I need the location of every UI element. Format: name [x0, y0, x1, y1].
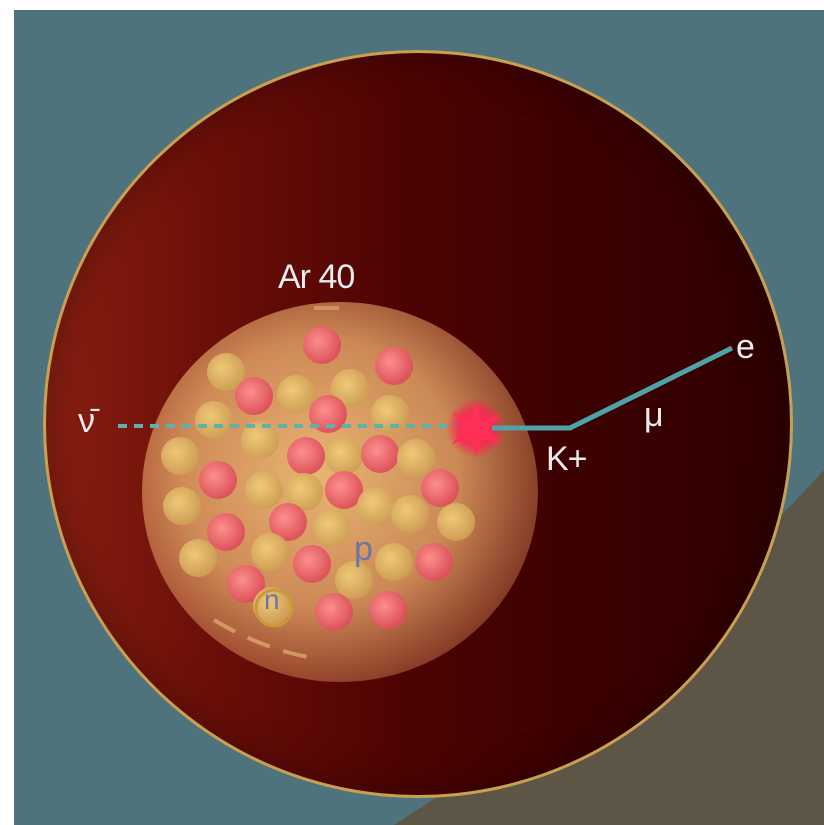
proton-ball [287, 437, 325, 475]
neutron-ball [335, 561, 373, 599]
muon-label: μ [644, 396, 664, 434]
neutron-ball [437, 503, 475, 541]
electron-label: e [736, 328, 755, 366]
neutron-ball [163, 487, 201, 525]
nucleus-label: Ar 40 [278, 258, 355, 296]
diagram-canvas: Ar 40 ν̄ K+ μ e p n [14, 10, 824, 825]
neutron-ball [179, 539, 217, 577]
vertex-star [452, 402, 502, 456]
corner-wedge [394, 470, 824, 825]
proton-ball [369, 591, 407, 629]
proton-ball [375, 347, 413, 385]
neutron-ball [331, 369, 369, 407]
kaon-label: K+ [546, 440, 588, 478]
neutron-ball [313, 509, 351, 547]
neutron-ball [251, 533, 289, 571]
proton-ball [361, 435, 399, 473]
neutron-ball [253, 587, 291, 625]
neutron-ball [285, 473, 323, 511]
proton-ball [235, 377, 273, 415]
proton-ball [303, 326, 341, 364]
proton-ball [415, 543, 453, 581]
neutron-highlight-ring [254, 588, 294, 628]
neutron-ball [245, 471, 283, 509]
background-shape [394, 470, 824, 825]
proton-ball [269, 503, 307, 541]
neutron-ball [195, 401, 233, 439]
nucleus-and-tracks [118, 306, 734, 660]
neutron-ball [375, 543, 413, 581]
neutron-ball [325, 437, 363, 475]
nucleus-outline [212, 618, 315, 660]
proton-ball [421, 469, 459, 507]
neutron-ball [371, 395, 409, 433]
neutron-ball [391, 495, 429, 533]
proton-ball [325, 471, 363, 509]
nucleon-cluster [161, 326, 475, 631]
proton-ball [315, 593, 353, 631]
neutron-ball [241, 421, 279, 459]
proton-ball [293, 545, 331, 583]
kaon-muon-track [492, 345, 734, 431]
antineutrino-label: ν̄ [78, 402, 95, 440]
neutron-ball [161, 437, 199, 475]
neutron-ball [277, 375, 315, 413]
neutron-ball [357, 487, 395, 525]
proton-ball [309, 395, 347, 433]
neutron-ball [207, 353, 245, 391]
proton-label: p [354, 530, 373, 568]
neutron-label: n [264, 584, 280, 615]
proton-ball [227, 565, 265, 603]
proton-ball [207, 513, 245, 551]
proton-ball [199, 461, 237, 499]
neutron-ball [397, 439, 435, 477]
